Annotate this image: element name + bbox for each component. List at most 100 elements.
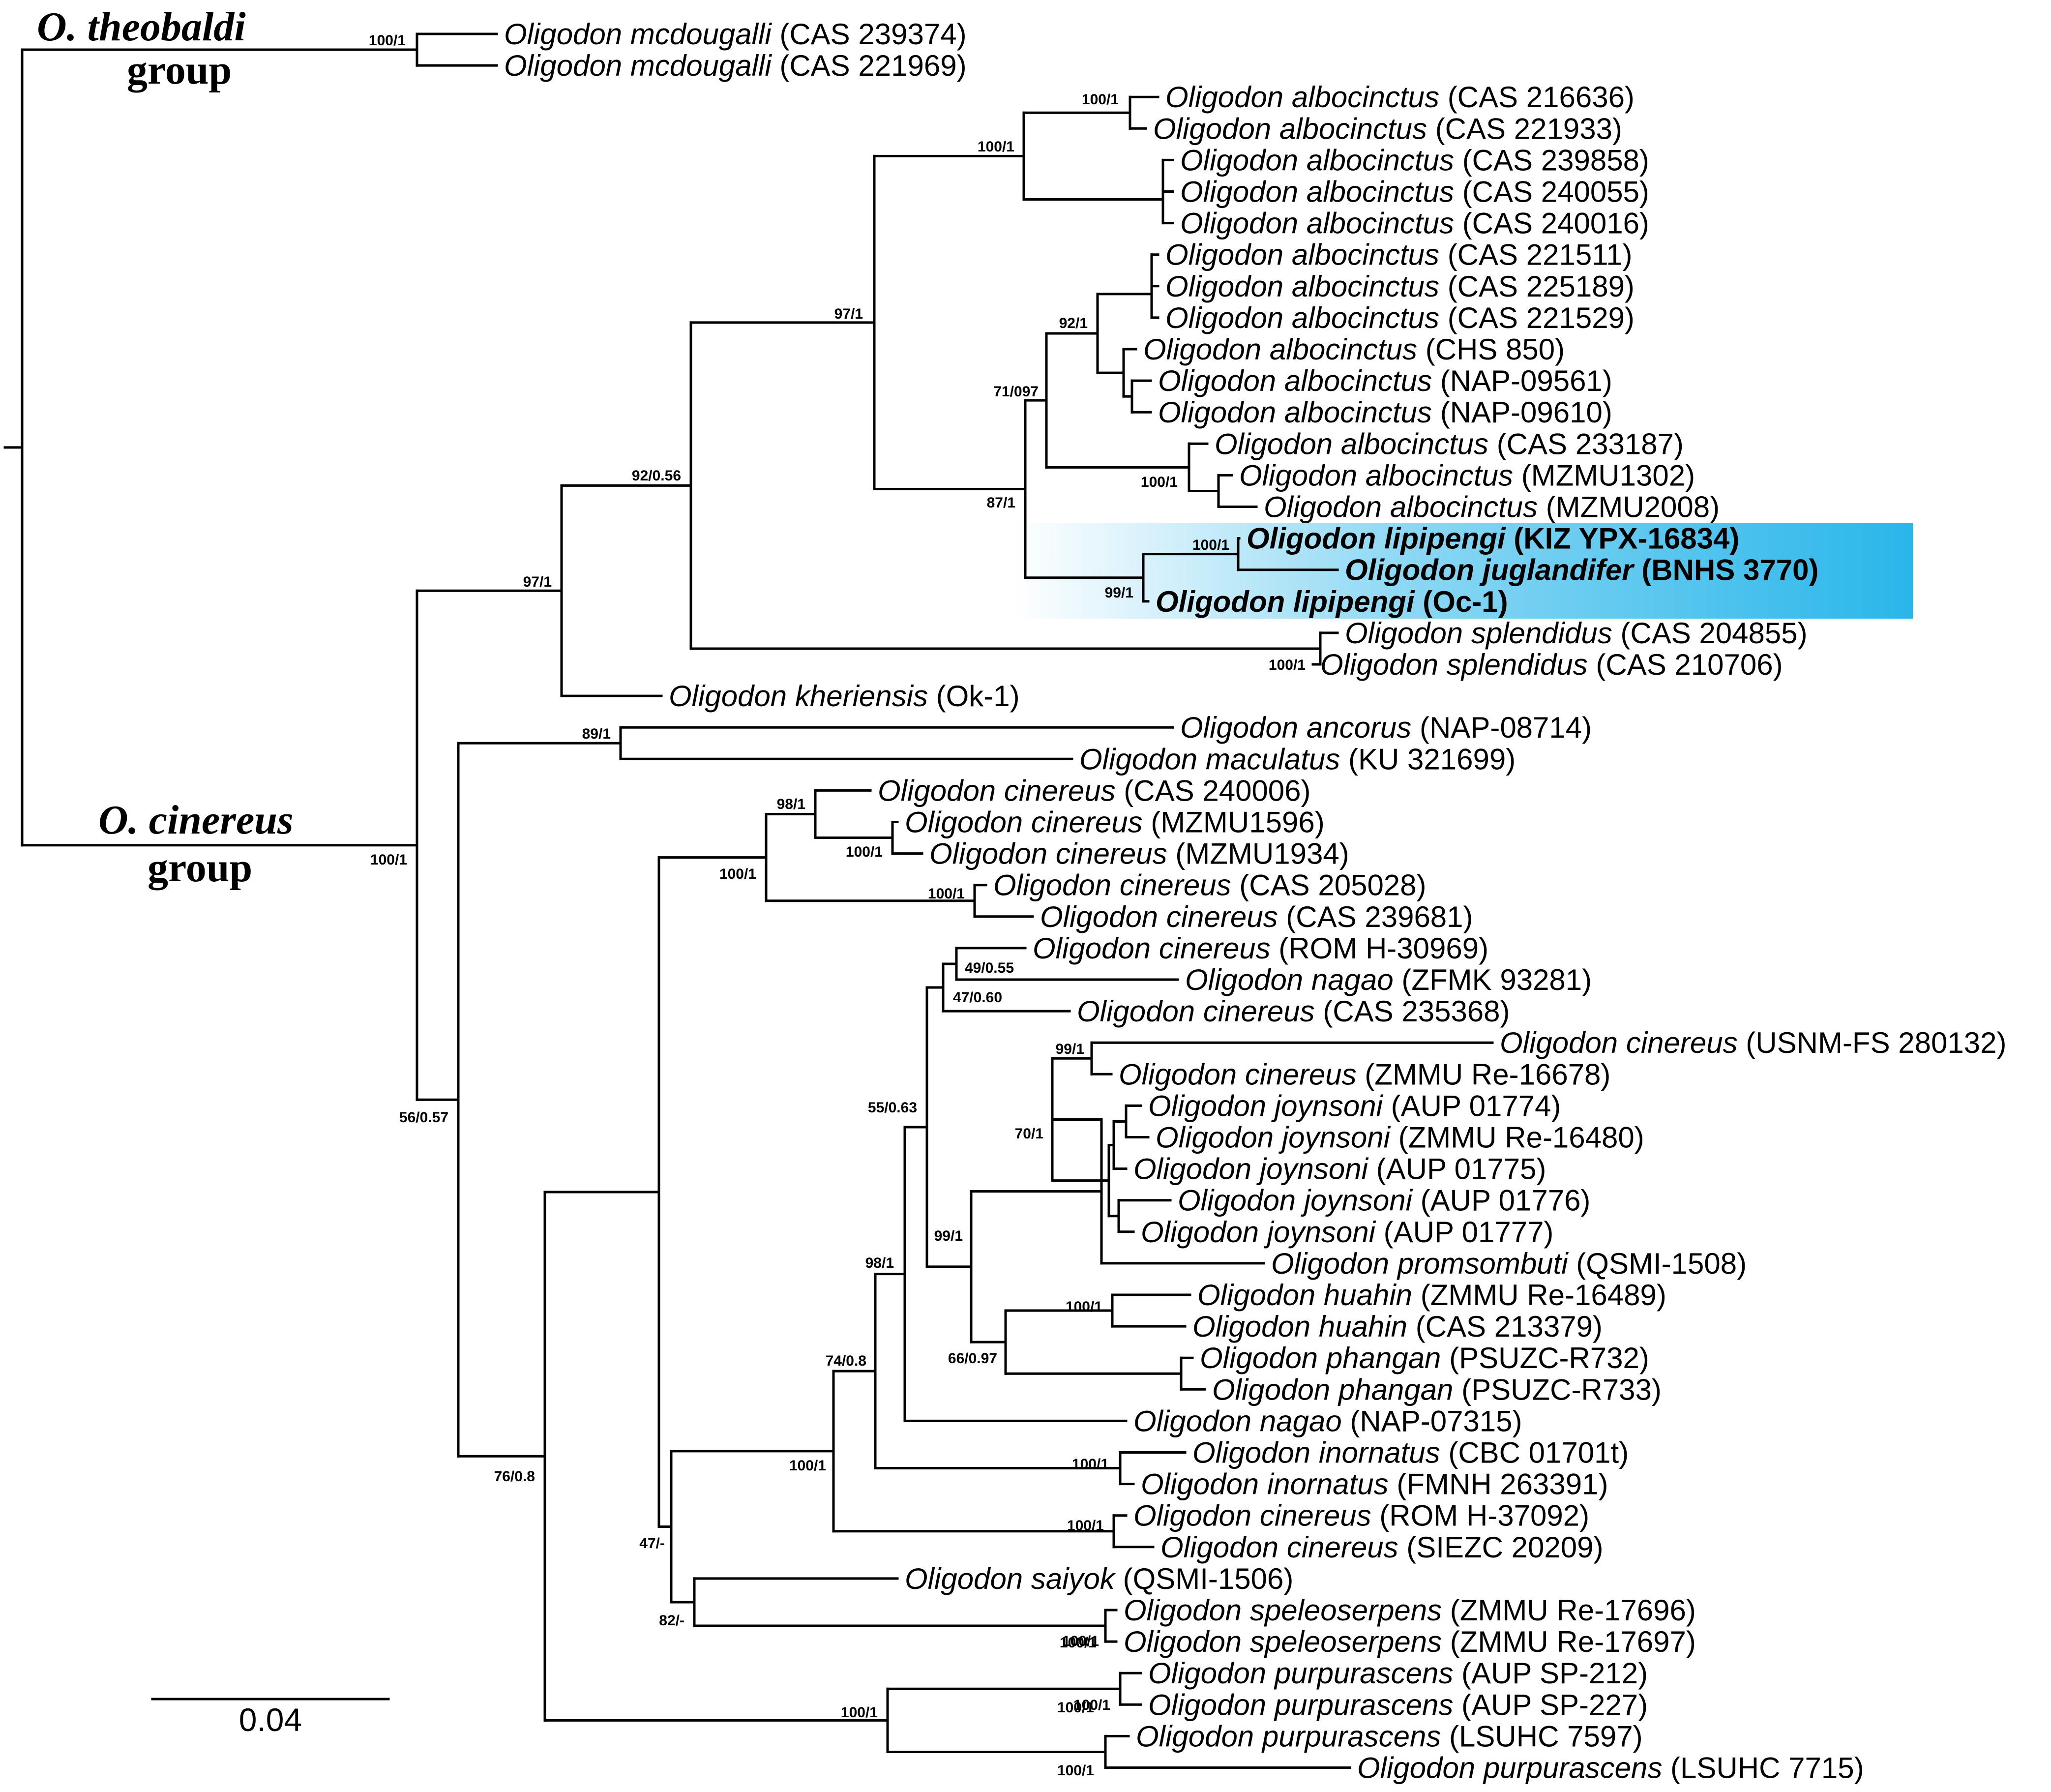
- tip-label: Oligodon joynsoni (AUP 01776): [1178, 1184, 1590, 1217]
- tip-label: Oligodon cinereus (CAS 235368): [1077, 995, 1510, 1028]
- support-value: 76/0.8: [494, 1468, 535, 1485]
- tip-labels: Oligodon mcdougalli (CAS 239374) Oligodon…: [504, 18, 2006, 1785]
- tip-label: Oligodon albocinctus (CAS 225189): [1165, 270, 1635, 303]
- support-value: 100/1: [789, 1458, 826, 1474]
- tip-label: Oligodon inornatus (FMNH 263391): [1141, 1468, 1608, 1501]
- support-value: 100/1: [841, 1704, 878, 1721]
- tip-label: Oligodon kheriensis (Ok-1): [669, 680, 1020, 713]
- tip-label: Oligodon joynsoni (ZMMU Re-16480): [1156, 1121, 1644, 1154]
- tip-label: Oligodon albocinctus (CHS 850): [1143, 333, 1565, 366]
- tip-label: Oligodon albocinctus (CAS 216636): [1165, 81, 1635, 114]
- support-value: 98/1: [865, 1255, 894, 1271]
- support-value: 100/1: [1269, 657, 1306, 673]
- tip-label: Oligodon promsombuti (QSMI-1508): [1271, 1247, 1747, 1280]
- tip-label: Oligodon cinereus (SIEZC 20209): [1160, 1531, 1603, 1564]
- support-value: 100/1: [846, 844, 883, 860]
- support-value: 66/0.97: [948, 1350, 997, 1367]
- support-value: 100/1: [928, 886, 965, 902]
- tip-label: Oligodon joynsoni (AUP 01774): [1148, 1089, 1561, 1122]
- support-value: 55/0.63: [868, 1100, 917, 1116]
- tip-label: Oligodon cinereus (ROM H-30969): [1033, 932, 1488, 965]
- support-value: 100/1: [1072, 1456, 1109, 1472]
- support-value: 100/1: [1073, 1697, 1110, 1713]
- support-value: 98/1: [777, 796, 805, 812]
- tip-label: Oligodon speleoserpens (ZMMU Re-17696): [1124, 1594, 1696, 1627]
- tip-label: Oligodon albocinctus (CAS 240055): [1180, 176, 1649, 209]
- tip-label: Oligodon cinereus (ZMMU Re-16678): [1119, 1058, 1610, 1091]
- group-label-cinereus-sub: group: [148, 845, 252, 891]
- support-value: 56/0.57: [399, 1109, 448, 1126]
- support-value: 100/1: [719, 866, 756, 882]
- support-value: 47/-: [639, 1535, 665, 1552]
- support-value: 89/1: [582, 726, 611, 742]
- highlight-box: [1013, 523, 1913, 619]
- support-value: 100/1: [1062, 1633, 1099, 1649]
- group-label-theobaldi-sub: group: [127, 47, 232, 93]
- support-value: 49/0.55: [965, 960, 1014, 976]
- support-value: 87/1: [987, 495, 1015, 511]
- tip-label: Oligodon splendidus (CAS 210706): [1320, 648, 1783, 681]
- tip-label: Oligodon cinereus (USNM-FS 280132): [1500, 1026, 2006, 1059]
- support-value: 100/1: [1141, 474, 1178, 490]
- support-value: 99/1: [1056, 1041, 1084, 1057]
- support-value: 92/1: [1059, 315, 1088, 331]
- support-value: 74/0.8: [826, 1353, 866, 1369]
- tip-label: Oligodon purpurascens (LSUHC 7597): [1136, 1720, 1643, 1753]
- tip-label: Oligodon nagao (ZFMK 93281): [1185, 963, 1592, 996]
- tip-label: Oligodon cinereus (ROM H-37092): [1133, 1499, 1589, 1532]
- support-value: 47/0.60: [953, 989, 1002, 1006]
- tip-label: Oligodon albocinctus (CAS 221933): [1153, 112, 1622, 145]
- tip-label: Oligodon mcdougalli (CAS 239374): [504, 18, 967, 51]
- support-values: 100/1100/1100/197/192/171/097100/187/110…: [369, 32, 1306, 1779]
- tip-label: Oligodon phangan (PSUZC-R732): [1200, 1342, 1649, 1374]
- tip-label: Oligodon speleoserpens (ZMMU Re-17697): [1124, 1625, 1696, 1658]
- tip-label: Oligodon albocinctus (MZMU2008): [1264, 491, 1720, 524]
- tip-label: Oligodon albocinctus (CAS 239858): [1180, 144, 1649, 177]
- support-value: 100/1: [1067, 1518, 1104, 1534]
- support-value: 100/1: [1057, 1762, 1094, 1779]
- support-value: 100/1: [1066, 1299, 1102, 1315]
- support-value: 99/1: [1105, 585, 1133, 601]
- tip-label: Oligodon albocinctus (NAP-09561): [1158, 364, 1612, 397]
- tip-label: Oligodon albocinctus (CAS 240016): [1180, 207, 1649, 240]
- tip-label: Oligodon lipipengi (KIZ YPX-16834): [1247, 522, 1739, 555]
- support-value: 100/1: [1082, 91, 1119, 108]
- support-value: 100/1: [369, 32, 406, 49]
- tip-label: Oligodon albocinctus (NAP-09610): [1158, 396, 1612, 429]
- tip-label: Oligodon joynsoni (AUP 01777): [1141, 1216, 1553, 1249]
- support-value: 92/0.56: [632, 468, 681, 484]
- tip-label: Oligodon cinereus (CAS 239681): [1040, 900, 1473, 933]
- tip-label: Oligodon huahin (CAS 213379): [1192, 1310, 1603, 1343]
- tip-label: Oligodon albocinctus (CAS 233187): [1215, 427, 1684, 460]
- tip-label: Oligodon nagao (NAP-07315): [1133, 1404, 1522, 1437]
- support-value: 100/1: [1060, 1635, 1097, 1651]
- support-value: 100/1: [1192, 537, 1229, 553]
- support-value: 82/-: [659, 1613, 684, 1629]
- tip-label: Oligodon cinereus (MZMU1934): [929, 837, 1349, 870]
- support-value: 97/1: [523, 574, 552, 590]
- tip-label: Oligodon purpurascens (AUP SP-227): [1148, 1688, 1648, 1721]
- tip-label: Oligodon cinereus (CAS 240006): [878, 774, 1311, 807]
- tip-label: Oligodon inornatus (CBC 01701t): [1192, 1436, 1629, 1469]
- tip-label: Oligodon purpurascens (LSUHC 7715): [1357, 1752, 1864, 1785]
- tip-label: Oligodon cinereus (MZMU1596): [905, 806, 1325, 839]
- tip-label: Oligodon albocinctus (CAS 221529): [1165, 301, 1635, 334]
- tip-label: Oligodon albocinctus (MZMU1302): [1239, 459, 1695, 492]
- support-value: 100/1: [370, 852, 407, 868]
- support-value: 71/097: [993, 384, 1039, 400]
- tip-label: Oligodon huahin (ZMMU Re-16489): [1197, 1279, 1666, 1312]
- support-value: 97/1: [834, 306, 863, 322]
- tip-label: Oligodon purpurascens (AUP SP-212): [1148, 1657, 1648, 1690]
- tip-label: Oligodon phangan (PSUZC-R733): [1212, 1373, 1662, 1406]
- tip-label: Oligodon maculatus (KU 321699): [1079, 743, 1516, 776]
- tip-label: Oligodon joynsoni (AUP 01775): [1133, 1153, 1546, 1186]
- tip-label: Oligodon ancorus (NAP-08714): [1180, 711, 1592, 744]
- support-value: 100/1: [1057, 1700, 1094, 1716]
- tip-label: Oligodon splendidus (CAS 204855): [1345, 617, 1808, 650]
- tip-label: Oligodon cinereus (CAS 205028): [993, 869, 1427, 902]
- group-label-cinereus: O. cinereus: [98, 797, 294, 843]
- support-value: 100/1: [978, 139, 1014, 155]
- tree-branches: [3, 32, 1494, 1769]
- group-label-theobaldi: O. theobaldi: [37, 4, 246, 50]
